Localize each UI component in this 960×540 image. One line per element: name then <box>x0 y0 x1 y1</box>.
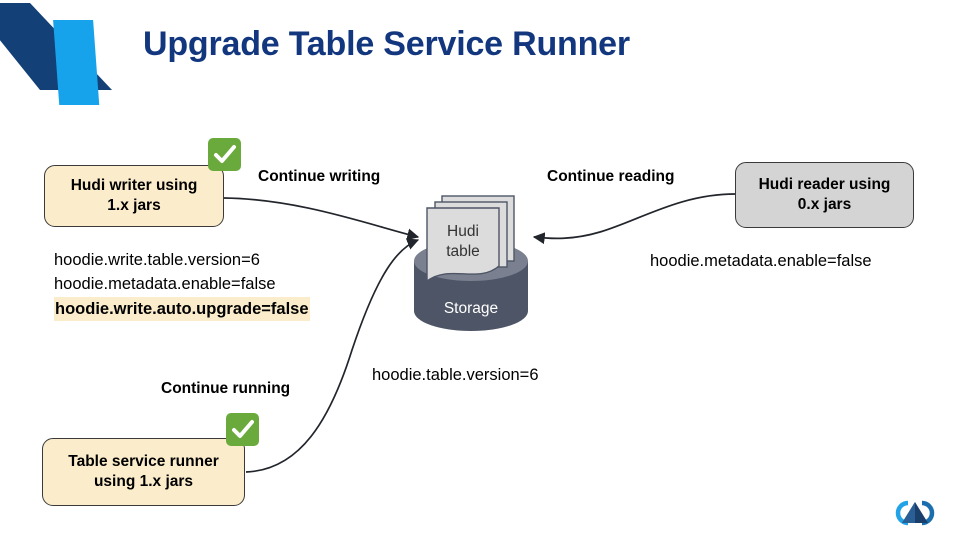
edge-label-continue-writing: Continue writing <box>258 168 381 185</box>
config-line: hoodie.write.table.version=6 <box>54 251 260 269</box>
edge-reader-to-table <box>532 193 736 245</box>
storage-label: Storage <box>444 300 498 317</box>
config-line: hoodie.table.version=6 <box>372 366 539 384</box>
decorative-corner-ribbon <box>0 3 112 105</box>
node-hudi-writer[interactable]: Hudi writer using 1.x jars <box>44 165 224 227</box>
writer-config-list: hoodie.write.table.version=6 hoodie.meta… <box>54 248 310 321</box>
hudi-table-page-stack <box>426 195 515 283</box>
config-line: hoodie.metadata.enable=false <box>54 275 276 294</box>
config-line-highlighted: hoodie.write.auto.upgrade=false <box>54 296 310 321</box>
green-check-icon <box>226 413 259 446</box>
hudi-table-storage-graphic: Hudi table Storage <box>414 195 528 331</box>
node-table-service-runner-label: Table service runner using 1.x jars <box>68 452 219 490</box>
reader-config-list: hoodie.metadata.enable=false <box>650 249 872 273</box>
corner-ribbon-light-shape <box>53 20 100 105</box>
config-line: hoodie.metadata.enable=false <box>650 252 872 270</box>
page-title: Upgrade Table Service Runner <box>143 25 630 63</box>
node-hudi-reader[interactable]: Hudi reader using 0.x jars <box>735 162 914 228</box>
edge-writer-to-table <box>223 197 420 241</box>
hudi-table-label-line2: table <box>446 243 480 260</box>
node-hudi-reader-label: Hudi reader using 0.x jars <box>758 175 891 213</box>
node-table-service-runner[interactable]: Table service runner using 1.x jars <box>42 438 245 506</box>
hudi-logo-triangle-highlight <box>902 502 915 523</box>
node-hudi-writer-label: Hudi writer using 1.x jars <box>70 176 198 214</box>
green-check-icon <box>208 138 241 171</box>
hudi-table-label-line1: Hudi <box>447 223 479 240</box>
apache-hudi-logo <box>895 500 935 526</box>
table-config-list: hoodie.table.version=6 <box>372 363 539 387</box>
edge-label-continue-reading: Continue reading <box>547 168 675 185</box>
edge-label-continue-running: Continue running <box>161 380 291 397</box>
